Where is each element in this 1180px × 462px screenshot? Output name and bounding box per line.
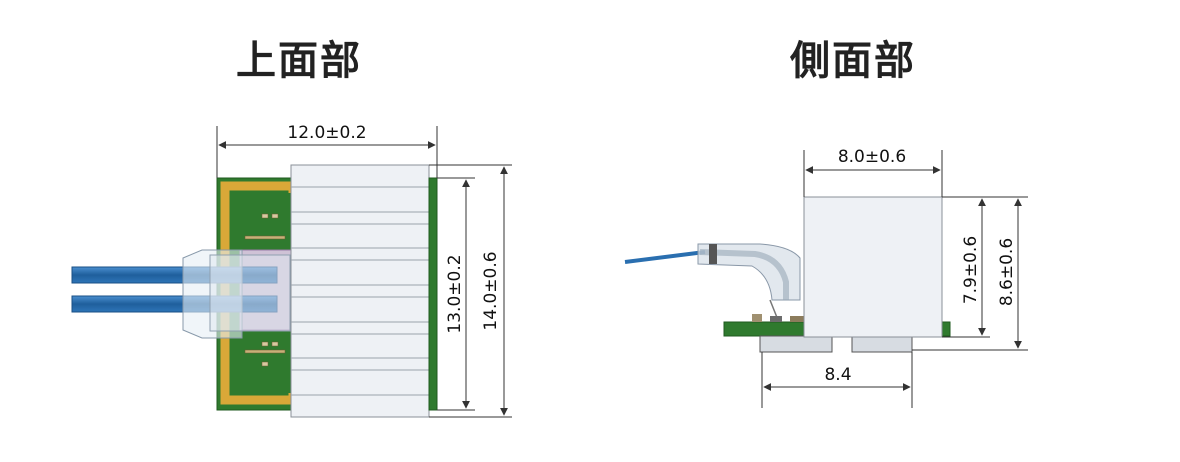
side-dim-width	[803, 150, 943, 197]
top-dim-width	[216, 126, 438, 178]
side-dim-height-inner	[942, 196, 990, 338]
side-view-drawing: 8.0±0.6 7.9±0.6 8.6±0.6 8.4	[624, 147, 1028, 408]
top-view-title: 上面部	[236, 38, 362, 84]
side-housing	[803, 196, 943, 338]
side-dim-height-outer	[912, 196, 1028, 351]
top-view-drawing: 12.0±0.2 13.0±0.2 14.0±0.6	[71, 123, 512, 418]
side-dim-bottom	[761, 352, 913, 408]
side-view-title: 側面部	[790, 38, 916, 84]
side-dim-bottom-label: 8.4	[824, 365, 851, 385]
top-pcb-edge	[428, 177, 438, 411]
side-bottom-connector-left	[759, 335, 833, 353]
top-dim-height-inner	[437, 177, 475, 411]
side-fiber	[624, 250, 706, 264]
top-dim-height-outer	[429, 164, 512, 418]
top-dim-height-outer-label: 14.0±0.6	[481, 251, 501, 330]
side-dim-height-outer-label: 8.6±0.6	[997, 238, 1017, 306]
side-dim-height-inner-label: 7.9±0.6	[961, 236, 981, 304]
top-pcb-components	[244, 213, 286, 367]
side-dim-width-label: 8.0±0.6	[838, 147, 906, 167]
top-dim-height-inner-label: 13.0±0.2	[445, 254, 465, 333]
top-dim-width-label: 12.0±0.2	[287, 123, 366, 143]
top-housing	[290, 164, 430, 418]
side-bottom-connector-right	[851, 335, 913, 353]
top-housing-fins	[291, 186, 429, 396]
